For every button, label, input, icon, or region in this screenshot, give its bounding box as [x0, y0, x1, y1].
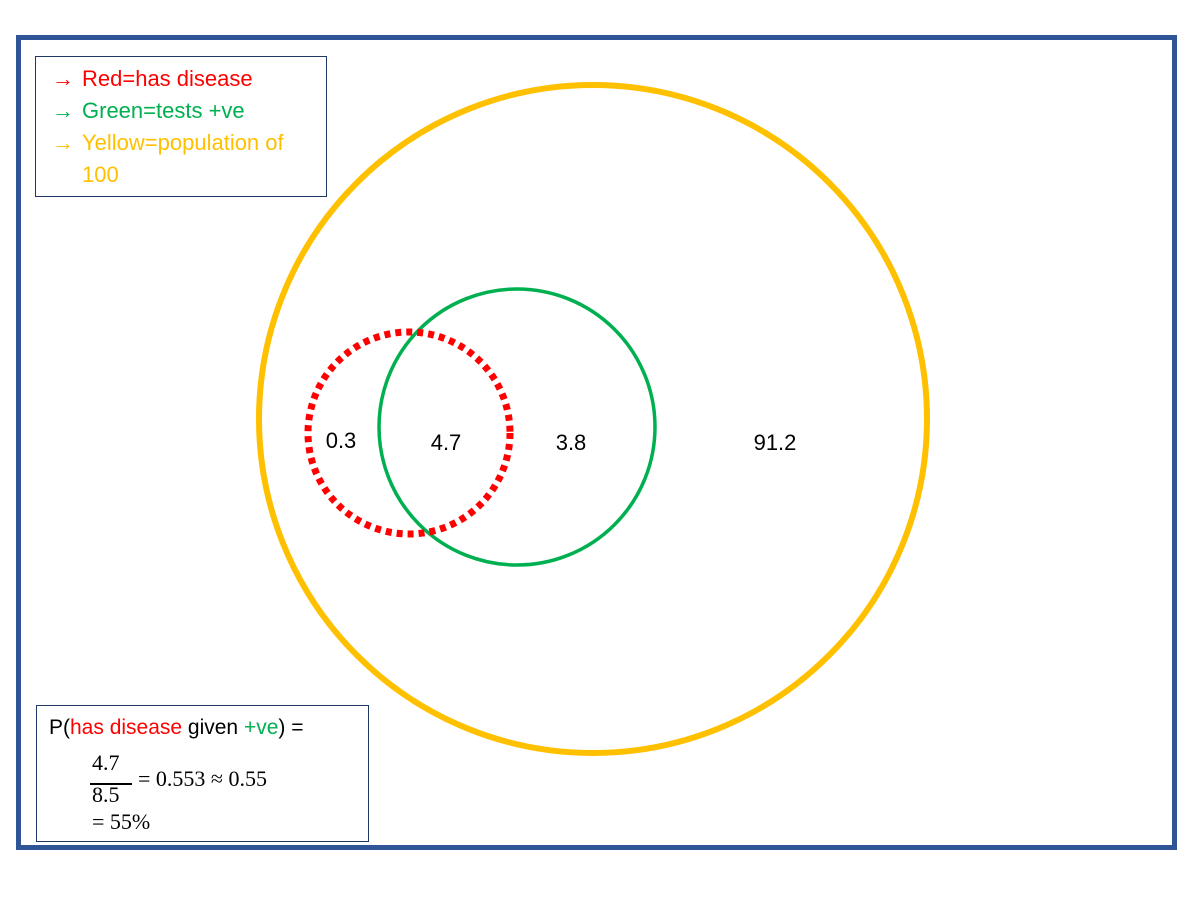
legend-label-yellow: Yellow=population of 100 — [82, 130, 284, 187]
population-circle — [256, 82, 930, 756]
region-label-disease-and-positive: 4.7 — [430, 430, 462, 455]
formula-denominator: 8.5 — [92, 782, 120, 807]
has-disease-circle — [304, 328, 514, 538]
legend-item-yellow: → Yellow=population of 100 — [52, 127, 326, 191]
fraction-bar — [90, 783, 132, 785]
arrow-right-icon: → — [52, 66, 74, 91]
formula-given-text: given — [182, 716, 244, 739]
formula-title: P(has disease given +ve) = — [49, 716, 304, 740]
arrow-right-icon: → — [52, 130, 74, 155]
formula-result-2: = 55% — [92, 809, 151, 834]
formula-result-1: = 0.553 ≈ 0.55 — [138, 766, 267, 791]
region-label-neither: 91.2 — [753, 430, 797, 455]
region-label-disease-only: 0.3 — [325, 428, 357, 453]
region-label-positive-only: 3.8 — [555, 430, 587, 455]
arrow-right-icon: → — [52, 98, 74, 123]
legend-label-red: Red=has disease — [82, 66, 253, 91]
formula-disease-text: has disease — [70, 716, 183, 739]
formula-suffix: ) = — [278, 716, 304, 739]
legend-box: → Red=has disease → Green=tests +ve → Ye… — [35, 56, 327, 197]
slide-frame — [16, 35, 1177, 850]
legend-item-red: → Red=has disease — [52, 63, 326, 95]
formula-numerator: 4.7 — [92, 750, 120, 775]
formula-box: P(has disease given +ve) = 4.7 8.5 = 0.5… — [36, 705, 369, 842]
tests-positive-circle — [377, 287, 657, 567]
formula-prefix: P( — [49, 716, 70, 739]
formula-positive-text: +ve — [243, 716, 279, 739]
legend-label-green: Green=tests +ve — [82, 98, 245, 123]
legend-item-green: → Green=tests +ve — [52, 95, 326, 127]
